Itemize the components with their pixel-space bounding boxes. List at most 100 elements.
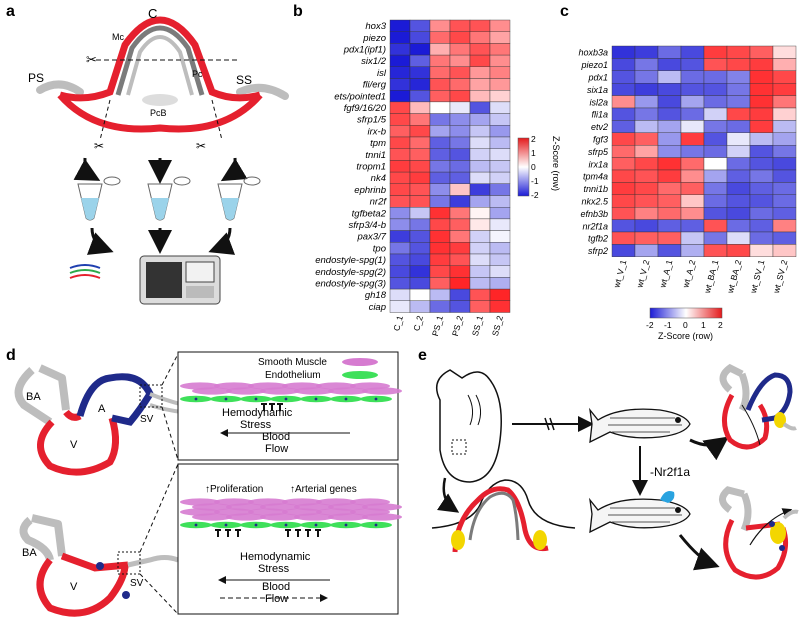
tube-icon: [217, 176, 261, 221]
heatmap-cell: [680, 157, 705, 171]
heatmap-cell: [657, 120, 682, 134]
heatmap-cell: [449, 277, 471, 290]
heatmap-cell: [680, 58, 705, 72]
heatmap-cell: [449, 195, 471, 208]
label-ss: SS: [236, 73, 252, 87]
heatmap-cell: [634, 45, 659, 59]
heatmap-cell: [489, 195, 511, 208]
heatmap-cell: [703, 169, 728, 183]
heatmap-cell: [389, 125, 411, 138]
ventricle: [723, 518, 789, 580]
label-ba-bottom: BA: [22, 547, 37, 559]
heatmap-cell: [657, 95, 682, 109]
gene-label: pdx1: [587, 72, 608, 82]
heatmap-cell: [409, 183, 431, 196]
panel-label-e: e: [418, 347, 427, 364]
heatmap-cell: [469, 230, 491, 243]
gene-label: endostyle-spg(3): [315, 279, 386, 290]
sample-label: SS_2: [490, 314, 505, 337]
label-ps: PS: [28, 71, 44, 85]
flow-line: [749, 508, 793, 546]
ciona-icon: [435, 369, 502, 483]
gene-label: piezo1: [580, 60, 608, 70]
label-c: C: [148, 6, 157, 21]
label-v-bottom: V: [70, 581, 78, 593]
cell-nucleus: [224, 523, 228, 527]
heatmap-cell: [449, 218, 471, 231]
heatmap-cell: [389, 160, 411, 173]
legend-b: 2 1 0 -1 -2 Z-Score (row): [517, 134, 561, 200]
mc-layer: [115, 25, 205, 96]
yellow-marker: [451, 530, 465, 550]
heatmap-cell: [611, 244, 636, 257]
heatmap-cell: [657, 244, 682, 257]
gene-label: six1a: [587, 85, 608, 95]
heatmap-cell: [449, 160, 471, 173]
legend-tick: 0: [683, 320, 688, 330]
atrium: [745, 372, 793, 423]
yellow-marker: [774, 412, 786, 428]
heatmap-cell: [611, 58, 636, 72]
heatmap-cell: [469, 242, 491, 255]
heatmap-cell: [634, 169, 659, 183]
heatmap-cell: [429, 148, 451, 161]
heatmap-cell: [449, 253, 471, 266]
gene-label: tpo: [373, 243, 386, 254]
gene-label: efnb3b: [580, 209, 608, 219]
heatmap-cell: [389, 230, 411, 243]
sv-tube: [782, 509, 799, 520]
label-pcb: PcB: [150, 108, 167, 118]
heatmap-cell: [489, 230, 511, 243]
gene-label: ephrinb: [354, 185, 386, 196]
heatmap-cell: [703, 144, 728, 158]
heatmap-cell: [703, 107, 728, 121]
cell-layer-top: [180, 382, 402, 411]
heatmap-cell: [449, 183, 471, 196]
heatmap-cell: [611, 82, 636, 96]
heatmap-cell: [657, 82, 682, 96]
sv-marker: [769, 521, 775, 527]
sv-box-top: [139, 384, 163, 408]
heatmap-cell: [409, 218, 431, 231]
heatmap-cell: [449, 113, 471, 126]
heatmap-cell: [749, 244, 774, 257]
gene-label: fgf9/16/20: [344, 103, 387, 114]
heatmap-cell: [429, 183, 451, 196]
heatmap-cell: [657, 182, 682, 195]
heatmap-cell: [489, 300, 511, 313]
heatmap-cell: [726, 219, 751, 233]
heatmap-cell: [469, 78, 491, 91]
heatmap-cell: [611, 219, 636, 233]
cell-nucleus: [224, 397, 228, 401]
heatmap-cell: [703, 182, 728, 195]
heatmap-cell: [772, 120, 797, 134]
gene-label: nr2f: [370, 197, 388, 208]
atrium-top: [76, 373, 154, 426]
heatmap-cell: [409, 19, 431, 32]
ba-outflow: [738, 372, 750, 412]
gene-label: irx-b: [368, 126, 386, 137]
heatmap-cell: [449, 89, 471, 103]
stress-marker: [261, 403, 267, 411]
heatmap-cell: [749, 95, 774, 109]
stress-marker: [285, 529, 291, 537]
heatmap-cell: [726, 70, 751, 84]
heatmap-cell: [680, 231, 705, 245]
heatmap-cell: [772, 58, 797, 72]
sample-label: PS_1: [430, 314, 445, 337]
heatmap-cell: [703, 70, 728, 84]
heatmap-cell: [634, 206, 659, 220]
heatmap-cell: [469, 265, 491, 278]
sv-tube-bottom: [127, 555, 179, 568]
heatmap-cell: [703, 157, 728, 171]
gene-label: etv2: [591, 122, 608, 132]
sample-label: wt_BA_2: [725, 258, 744, 295]
cell-nucleus: [254, 523, 258, 527]
heatmap-cell: [726, 82, 751, 96]
gene-label: fli1a: [591, 110, 608, 120]
heatmap-cell: [489, 253, 511, 266]
tube-icon: [147, 176, 191, 221]
zoom-box-bottom: [177, 463, 399, 615]
heatmap-cell: [489, 125, 511, 138]
